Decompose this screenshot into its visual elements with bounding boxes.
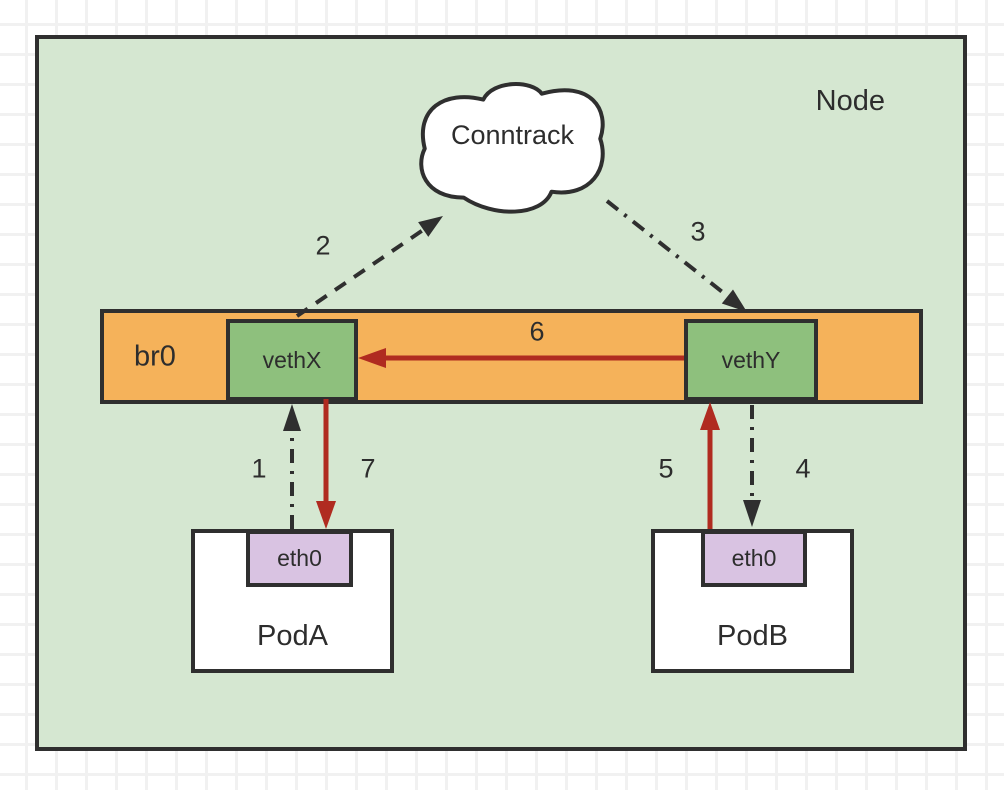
conntrack-cloud: Conntrack bbox=[415, 80, 610, 220]
flow-2-label: 2 bbox=[315, 230, 331, 261]
pod-a-eth0-box: eth0 bbox=[246, 530, 353, 587]
flow-7-label: 7 bbox=[360, 453, 376, 484]
pod-a-box: PodA bbox=[191, 529, 394, 673]
pod-b-label: PodB bbox=[717, 620, 788, 652]
vethy-box: vethY bbox=[684, 319, 818, 401]
conntrack-label: Conntrack bbox=[450, 120, 575, 150]
vethx-label: vethX bbox=[262, 346, 322, 373]
flow-1-label: 1 bbox=[251, 453, 267, 484]
flow-4-label: 4 bbox=[795, 453, 811, 484]
pod-b-box: PodB bbox=[651, 529, 854, 673]
flow-3-label: 3 bbox=[690, 216, 706, 247]
vethy-label: vethY bbox=[721, 346, 781, 373]
pod-a-eth0-label: eth0 bbox=[277, 545, 322, 571]
node-label: Node bbox=[815, 85, 885, 117]
flow-5-label: 5 bbox=[658, 453, 674, 484]
cloud-icon bbox=[419, 82, 605, 214]
flow-6-label: 6 bbox=[529, 316, 545, 347]
vethx-box: vethX bbox=[226, 319, 358, 401]
pod-a-label: PodA bbox=[257, 620, 328, 652]
bridge-label: br0 bbox=[134, 340, 176, 372]
pod-b-eth0-box: eth0 bbox=[701, 530, 807, 587]
pod-b-eth0-label: eth0 bbox=[731, 545, 777, 571]
